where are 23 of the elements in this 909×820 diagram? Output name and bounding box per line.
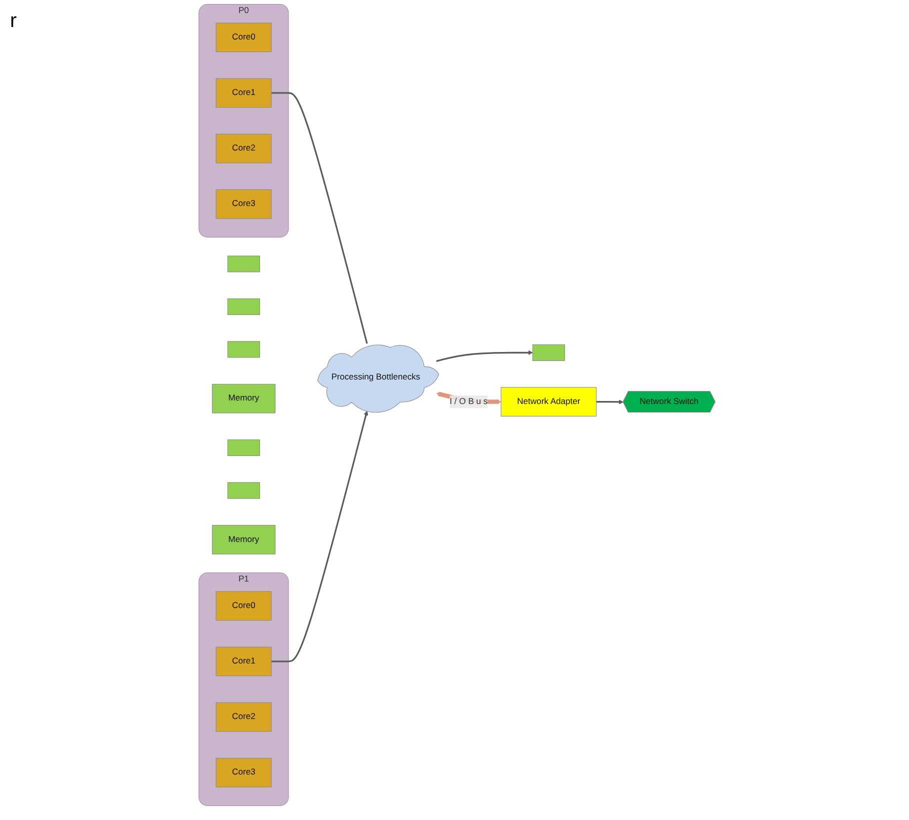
- node-box: [227, 439, 260, 456]
- node-box: Memory: [212, 384, 276, 414]
- arrow: [271, 410, 368, 662]
- node-box: Core3: [215, 758, 272, 788]
- note-text: r: [10, 10, 17, 33]
- node-box: [532, 344, 565, 361]
- node-box: [227, 482, 260, 499]
- node-box: Core1: [215, 646, 272, 676]
- arrow: [596, 400, 624, 404]
- arrow: [436, 350, 533, 362]
- node-box: Core2: [215, 134, 272, 164]
- node-box: [227, 298, 260, 315]
- node-box: Network Adapter: [500, 387, 596, 416]
- connector: [271, 92, 368, 344]
- node-box: Core0: [215, 22, 272, 52]
- node-box: [227, 256, 260, 272]
- node-box: [227, 341, 260, 358]
- edge-label: I / O B u s: [449, 396, 488, 406]
- node-box: Core2: [215, 702, 272, 732]
- node-box: Core3: [215, 189, 272, 219]
- node-box: Core0: [215, 591, 272, 621]
- node-box: Core1: [215, 78, 272, 108]
- node-box: Memory: [212, 524, 276, 554]
